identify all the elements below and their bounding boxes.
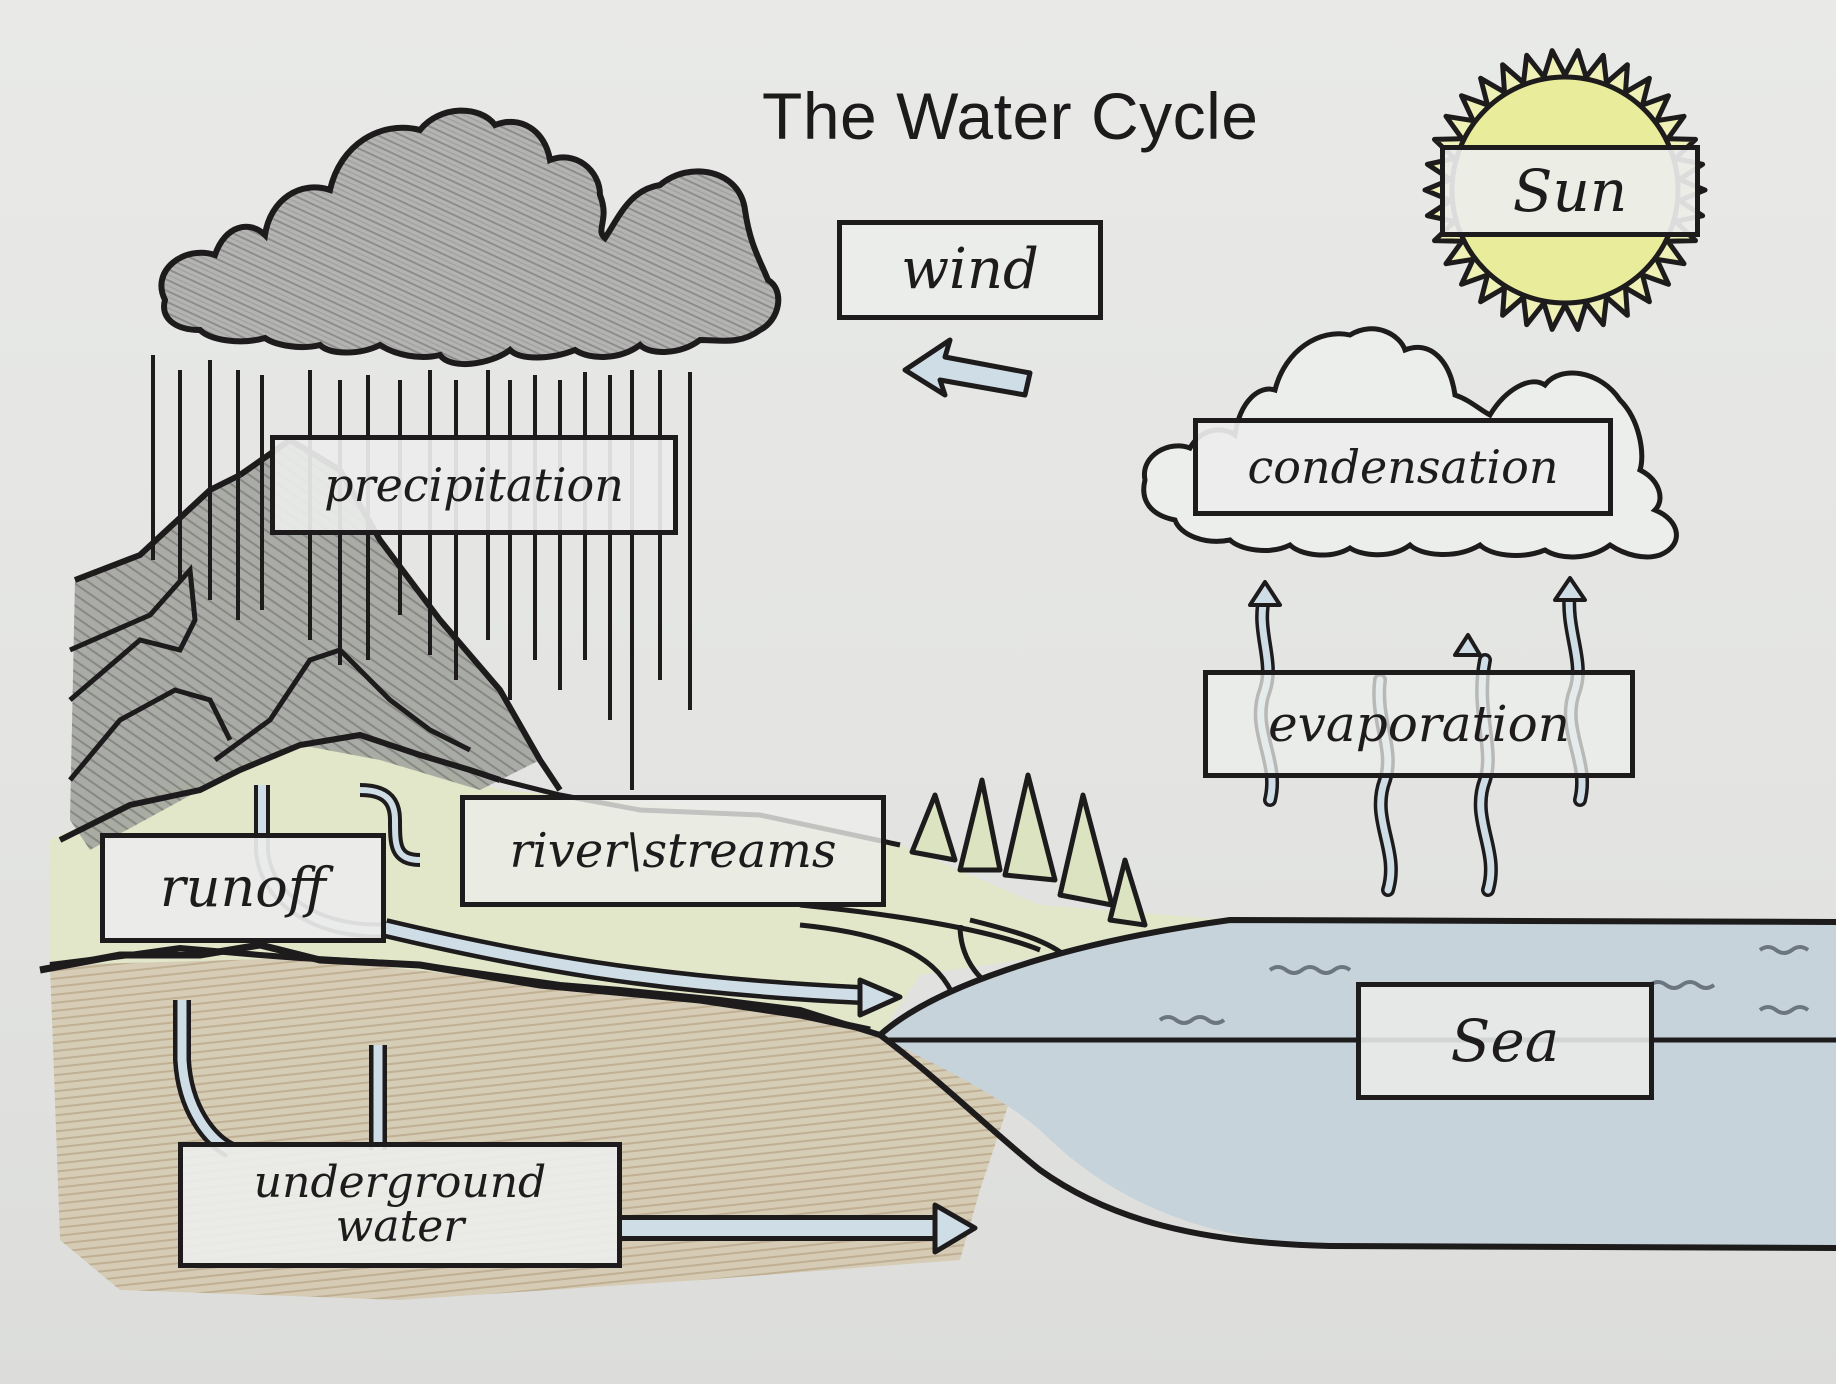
tree bbox=[1107, 857, 1148, 928]
label-condensation-text: condensation bbox=[1247, 440, 1559, 494]
label-river-streams-text: river\streams bbox=[509, 823, 837, 879]
label-sea-text: Sea bbox=[1450, 1007, 1560, 1075]
trees bbox=[909, 772, 1148, 928]
wind-arrow bbox=[902, 337, 1033, 398]
label-evaporation: evaporation bbox=[1203, 670, 1635, 778]
label-wind-text: wind bbox=[901, 237, 1039, 302]
label-runoff-text: runoff bbox=[159, 856, 327, 919]
label-precipitation: precipitation bbox=[270, 435, 678, 535]
worksheet-title: The Water Cycle bbox=[762, 79, 1259, 153]
label-wind: wind bbox=[837, 220, 1103, 320]
label-underground-water: underground water bbox=[178, 1142, 622, 1268]
label-sun-text: Sun bbox=[1512, 157, 1628, 225]
label-runoff: runoff bbox=[100, 833, 386, 943]
label-river-streams: river\streams bbox=[460, 795, 886, 907]
tree bbox=[909, 792, 958, 863]
label-sea: Sea bbox=[1356, 982, 1654, 1100]
ground-line bbox=[39, 941, 871, 1034]
label-condensation: condensation bbox=[1193, 418, 1613, 516]
tree bbox=[957, 777, 1003, 873]
tree bbox=[1057, 792, 1115, 908]
label-sun: Sun bbox=[1440, 145, 1700, 237]
label-underground-water-text: underground water bbox=[253, 1157, 547, 1252]
label-precipitation-text: precipitation bbox=[324, 458, 624, 512]
rain-cloud bbox=[158, 107, 782, 368]
tree bbox=[1002, 772, 1058, 883]
label-evaporation-text: evaporation bbox=[1268, 695, 1570, 753]
